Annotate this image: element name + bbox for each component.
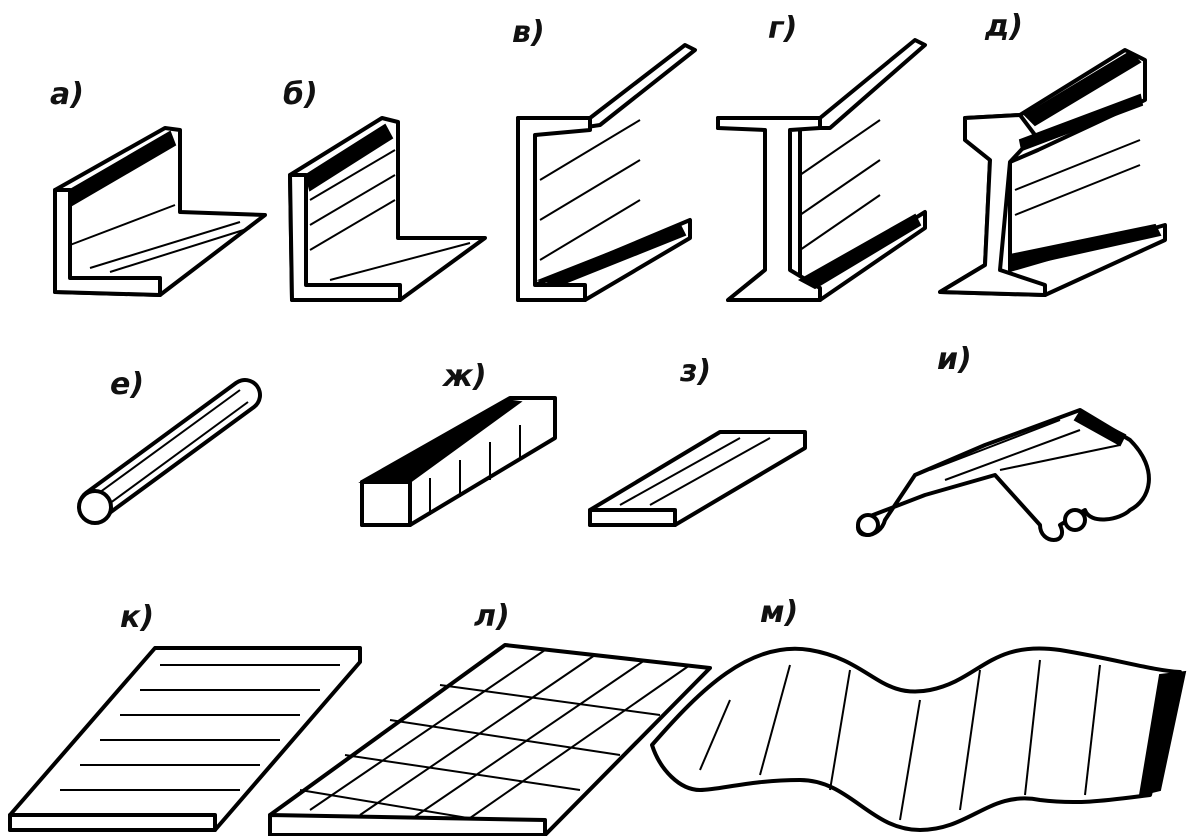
label-i: и) <box>937 342 972 377</box>
plate-sheet-profile <box>8 646 362 832</box>
unequal-angle-profile <box>288 116 487 302</box>
channel-profile <box>516 43 697 302</box>
label-v: в) <box>512 15 545 50</box>
label-d: д) <box>985 9 1023 44</box>
i-beam-profile <box>716 38 927 302</box>
label-m: м) <box>760 595 799 630</box>
corrugated-sheet-profile <box>650 646 1187 832</box>
label-z: з) <box>680 354 712 389</box>
lattice-sheet-profile <box>268 643 712 836</box>
label-a: а) <box>50 77 84 112</box>
equal-angle-profile <box>53 126 267 297</box>
label-b: б) <box>283 77 318 112</box>
label-zh: ж) <box>443 359 487 394</box>
rail-profile <box>938 48 1167 297</box>
label-g: г) <box>768 11 798 46</box>
round-bar-profile <box>77 378 262 525</box>
label-e: е) <box>110 367 145 402</box>
label-k: к) <box>120 600 155 635</box>
label-l: л) <box>474 599 510 634</box>
bent-profile <box>856 408 1151 542</box>
flat-bar-profile <box>588 430 807 527</box>
square-bar-profile <box>358 396 557 527</box>
